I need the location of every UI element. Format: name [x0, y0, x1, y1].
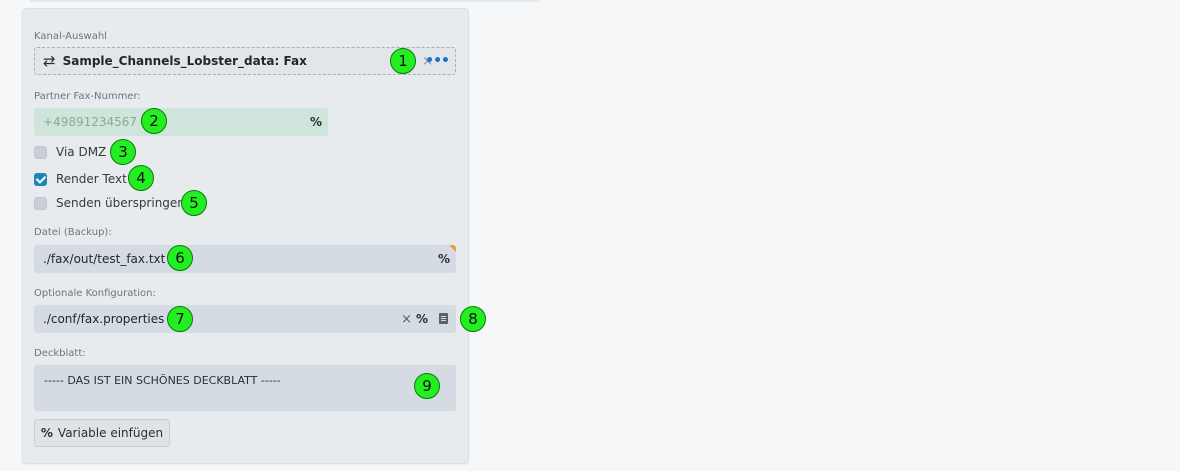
- cover-page-textarea[interactable]: ----- DAS IST EIN SCHÖNES DECKBLATT ----…: [34, 365, 456, 411]
- via-dmz-checkbox[interactable]: Via DMZ: [34, 144, 106, 160]
- partner-fax-label: Partner Fax-Nummer:: [34, 91, 141, 102]
- top-divider: [30, 0, 540, 2]
- more-options-icon[interactable]: •••: [425, 53, 450, 69]
- variable-icon: %: [40, 426, 53, 440]
- optional-config-value: ./conf/fax.properties: [43, 312, 165, 326]
- annotation-marker-6: 6: [167, 245, 193, 271]
- annotation-marker-1: 1: [390, 48, 416, 74]
- variable-icon[interactable]: %: [309, 115, 322, 129]
- annotation-marker-2: 2: [141, 108, 167, 134]
- annotation-marker-4: 4: [128, 165, 154, 191]
- via-dmz-label: Via DMZ: [56, 145, 107, 159]
- checkbox-unchecked-icon[interactable]: [34, 145, 47, 159]
- annotation-marker-3: 3: [110, 139, 136, 165]
- partner-fax-input[interactable]: +49891234567 %: [34, 108, 328, 136]
- annotation-marker-5: 5: [181, 190, 207, 216]
- skip-send-checkbox[interactable]: Senden überspringen: [34, 195, 185, 211]
- cover-page-label: Deckblatt:: [34, 348, 86, 359]
- clear-channel-icon[interactable]: ×: [422, 53, 433, 69]
- optional-config-label: Optionale Konfiguration:: [34, 288, 156, 299]
- checkbox-unchecked-icon[interactable]: [34, 196, 47, 210]
- channel-selector[interactable]: ⇄ Sample_Channels_Lobster_data: Fax × ••…: [34, 47, 456, 75]
- variable-icon[interactable]: %: [437, 252, 450, 266]
- channel-label: Kanal-Auswahl: [34, 31, 107, 42]
- backup-file-label: Datei (Backup):: [34, 227, 112, 238]
- document-icon[interactable]: [439, 313, 448, 324]
- fax-settings-panel: Kanal-Auswahl ⇄ Sample_Channels_Lobster_…: [22, 8, 469, 464]
- insert-variable-label: Variable einfügen: [57, 426, 164, 440]
- partner-fax-placeholder: +49891234567: [43, 115, 138, 129]
- render-text-checkbox[interactable]: Render Text: [34, 171, 127, 187]
- modified-indicator-icon: [449, 245, 456, 252]
- channel-value: Sample_Channels_Lobster_data: Fax: [62, 54, 307, 68]
- optional-config-input[interactable]: ./conf/fax.properties × %: [34, 305, 456, 333]
- skip-send-label: Senden überspringen: [56, 196, 185, 210]
- clear-config-icon[interactable]: ×: [401, 311, 412, 327]
- insert-variable-button[interactable]: % Variable einfügen: [34, 419, 170, 447]
- annotation-marker-8: 8: [460, 306, 486, 332]
- backup-file-input[interactable]: ./fax/out/test_fax.txt %: [34, 245, 456, 273]
- variable-icon[interactable]: %: [415, 312, 428, 326]
- backup-file-value: ./fax/out/test_fax.txt: [43, 252, 166, 266]
- annotation-marker-7: 7: [167, 306, 193, 332]
- annotation-marker-9: 9: [414, 373, 440, 399]
- swap-arrows-icon: ⇄: [43, 52, 56, 70]
- checkbox-checked-icon[interactable]: [34, 172, 47, 186]
- render-text-label: Render Text: [56, 172, 127, 186]
